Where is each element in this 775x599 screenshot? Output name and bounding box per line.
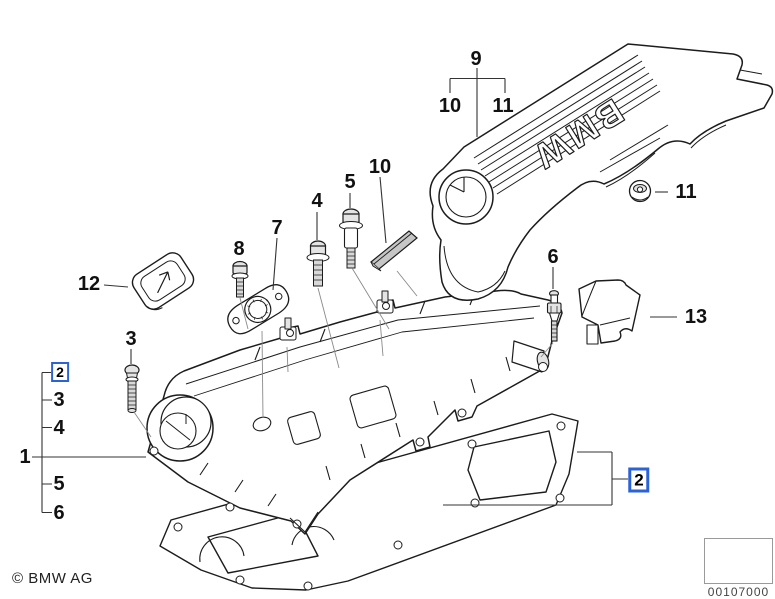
assembly-trace-lines xyxy=(133,267,554,438)
callout-6-left[interactable]: 6 xyxy=(53,502,65,524)
blanking-cap xyxy=(131,252,195,311)
callout-4-left[interactable]: 4 xyxy=(53,417,65,439)
callout-11-right[interactable]: 11 xyxy=(675,181,697,203)
callout-13[interactable]: 13 xyxy=(684,306,708,328)
callout-4-top[interactable]: 4 xyxy=(311,190,323,212)
sensor-plug-6 xyxy=(546,290,562,342)
callout-11-top[interactable]: 11 xyxy=(492,95,514,117)
bracket-cover-13 xyxy=(578,279,641,345)
bolt-5 xyxy=(339,208,363,269)
callout-7[interactable]: 7 xyxy=(271,217,283,239)
flange-seal-7 xyxy=(227,284,290,335)
bmw-copyright: © BMW AG xyxy=(12,570,93,587)
callout-2-highlighted-left[interactable]: 2 xyxy=(51,362,69,382)
callout-10-left[interactable]: 10 xyxy=(368,156,392,178)
engine-acoustic-cover: BMW xyxy=(429,43,774,301)
callout-12[interactable]: 12 xyxy=(77,273,101,295)
bolt-4 xyxy=(306,240,330,287)
cylinder-head-cover xyxy=(146,289,563,535)
callout-3-left[interactable]: 3 xyxy=(53,389,65,411)
callout-2-highlighted-right[interactable]: 2 xyxy=(628,467,650,493)
profile-gasket-strip xyxy=(370,230,418,272)
diagram-id-clipped: 00107000 xyxy=(707,585,770,599)
previous-diagram-button[interactable] xyxy=(704,538,773,584)
callout-5-top[interactable]: 5 xyxy=(344,171,356,193)
rubber-grommet xyxy=(628,179,652,203)
callout-10-top[interactable]: 10 xyxy=(438,95,462,117)
callout-5-left[interactable]: 5 xyxy=(53,473,65,495)
callout-1[interactable]: 1 xyxy=(19,446,31,468)
leader-lines xyxy=(32,68,677,514)
bolt-8 xyxy=(231,260,249,298)
callout-6-top[interactable]: 6 xyxy=(547,246,559,268)
callout-8[interactable]: 8 xyxy=(233,238,245,260)
stud-3 xyxy=(124,364,140,413)
callout-3-top[interactable]: 3 xyxy=(125,328,137,350)
callout-9[interactable]: 9 xyxy=(470,48,482,70)
